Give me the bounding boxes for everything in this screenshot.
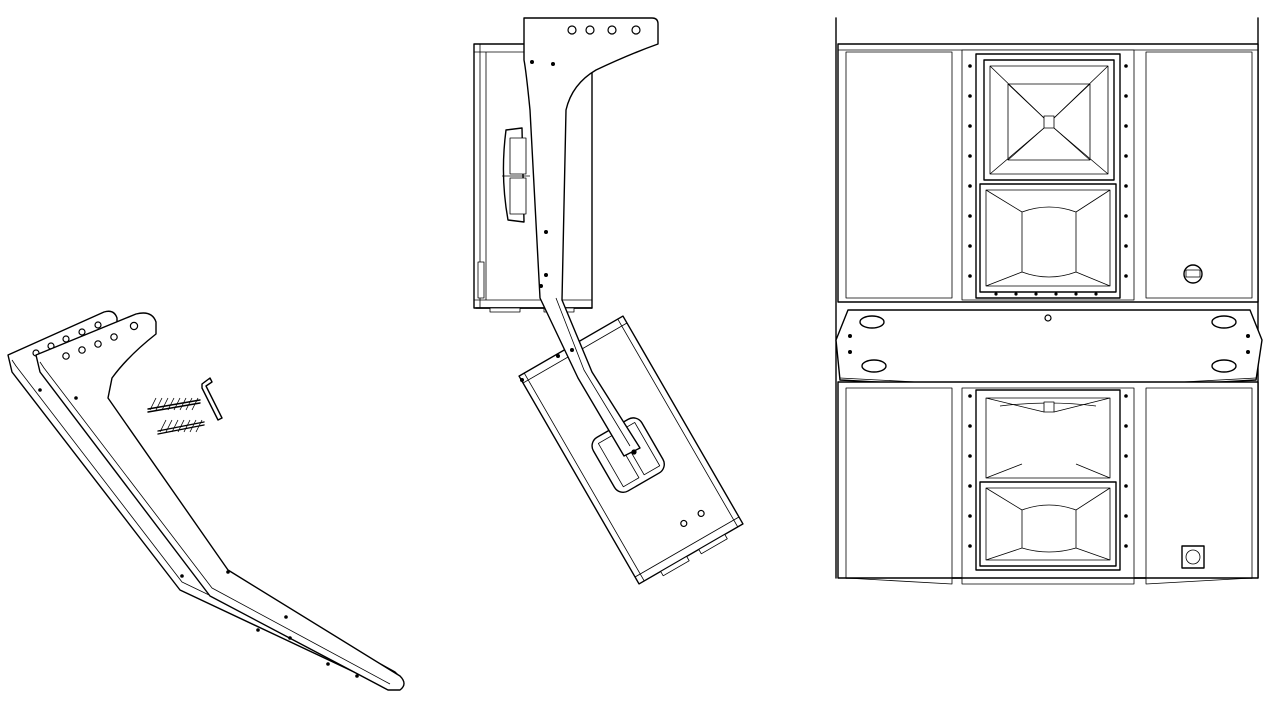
bracket-kit-view — [7, 310, 405, 691]
bolt-set — [147, 397, 205, 435]
lf-horn-lower — [979, 481, 1117, 567]
hex-key — [201, 377, 223, 421]
lf-horn-upper — [979, 183, 1117, 293]
logo-badge-upper — [1183, 264, 1203, 284]
front-array-view — [835, 17, 1263, 585]
logo-badge-lower — [1181, 545, 1205, 569]
lower-cabinet-front — [837, 381, 1259, 585]
side-mounted-view — [473, 17, 744, 585]
bracket-plate-front — [35, 312, 405, 691]
hf-horn-lower — [985, 397, 1111, 479]
upper-cabinet-front — [837, 43, 1259, 303]
rigging-bracket-arm — [520, 17, 659, 457]
hf-horn-upper — [983, 59, 1115, 181]
